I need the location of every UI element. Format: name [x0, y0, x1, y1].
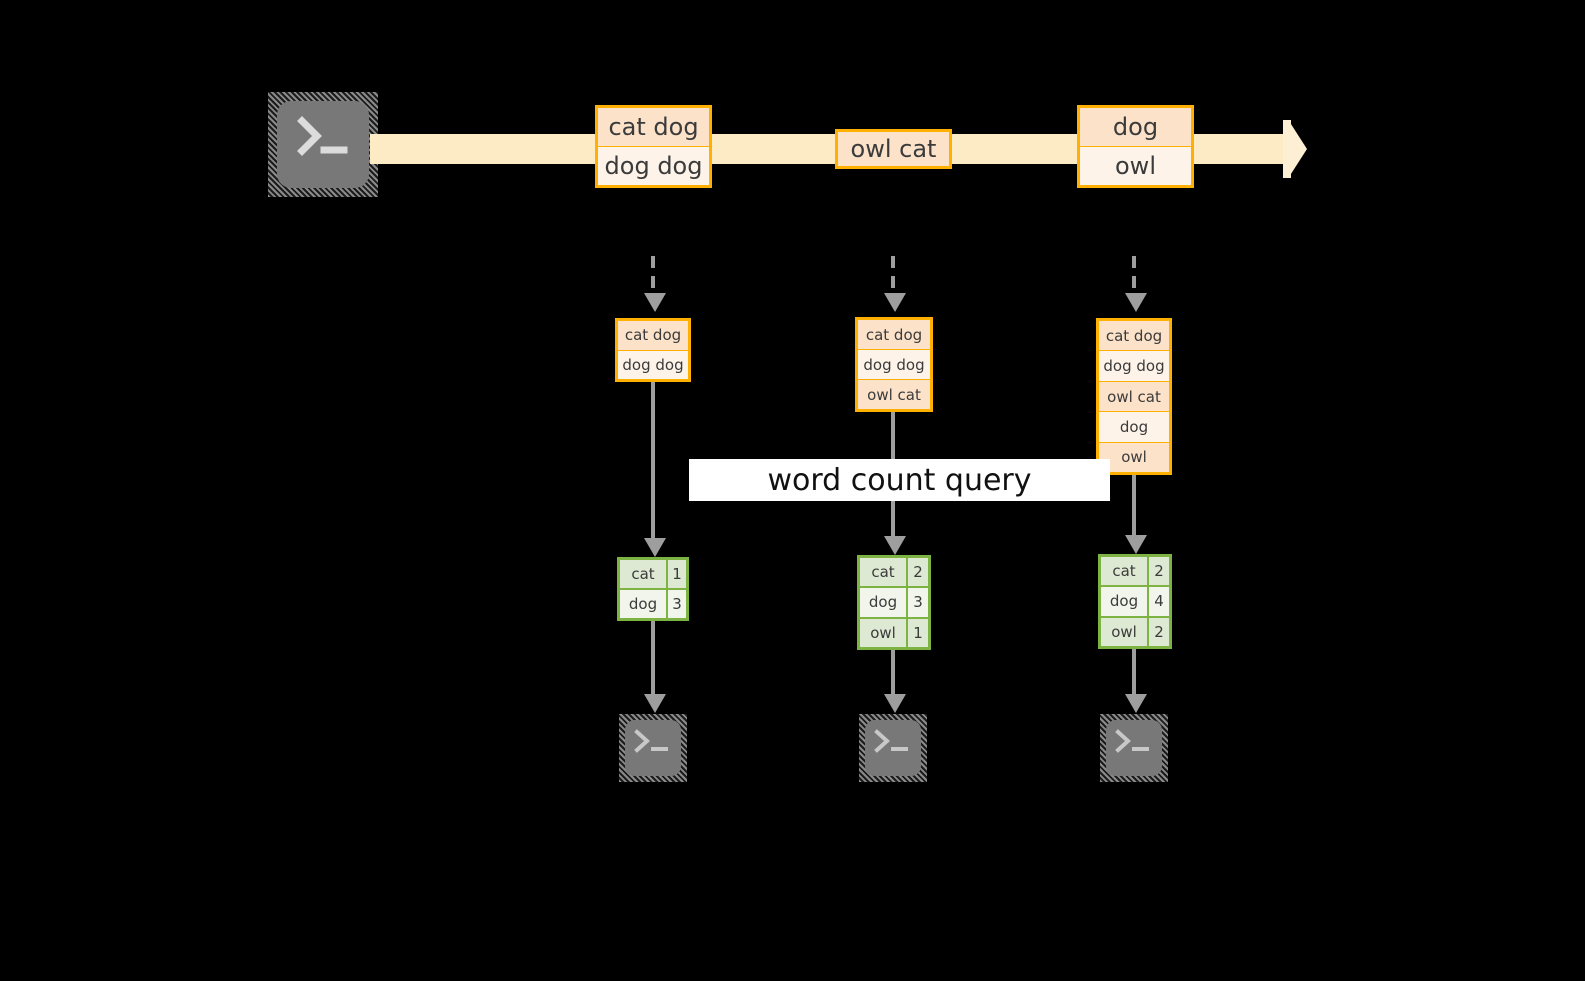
sink-arrow-2 — [884, 694, 906, 713]
snapshot-tap-line-2 — [891, 256, 895, 294]
timeline-message-3[interactable]: dog owl — [1077, 105, 1194, 188]
sink-terminal-icon-1 — [619, 714, 687, 782]
stream-line: dog dog — [618, 350, 688, 379]
snapshot-stream-3[interactable]: cat dog dog dog owl cat dog owl — [1096, 318, 1172, 475]
source-terminal-icon — [268, 92, 378, 197]
result-word: cat — [620, 560, 668, 588]
terminal-prompt-glyph — [634, 729, 668, 753]
table-row: dog 3 — [620, 590, 686, 618]
terminal-prompt-glyph — [297, 116, 348, 156]
sink-terminal-icon-3 — [1100, 714, 1168, 782]
table-row: cat 1 — [620, 560, 686, 590]
result-word: cat — [1101, 557, 1149, 586]
query-line-3 — [1132, 475, 1136, 537]
result-word: dog — [620, 590, 668, 618]
table-row: dog 3 — [860, 588, 928, 619]
result-table-2[interactable]: cat 2 dog 3 owl 1 — [857, 555, 931, 650]
table-row: cat 2 — [860, 558, 928, 589]
message-line: cat dog — [598, 108, 709, 147]
query-arrow-1 — [644, 538, 666, 557]
timeline-message-2[interactable]: owl cat — [835, 129, 952, 169]
timeline-arrow-shaft-wide — [1283, 120, 1291, 178]
snapshot-stream-2[interactable]: cat dog dog dog owl cat — [855, 317, 933, 412]
table-row: dog 4 — [1101, 587, 1169, 618]
message-line: owl — [1080, 147, 1191, 185]
stream-line: owl cat — [1099, 381, 1169, 413]
timeline-message-1[interactable]: cat dog dog dog — [595, 105, 712, 188]
result-word: cat — [860, 558, 908, 587]
stream-line: cat dog — [858, 320, 930, 350]
snapshot-tap-arrow-1 — [644, 293, 666, 312]
snapshot-tap-line-3 — [1132, 256, 1136, 294]
query-arrow-3 — [1125, 535, 1147, 554]
result-count: 2 — [1149, 557, 1169, 586]
result-word: dog — [1101, 587, 1149, 616]
result-count: 1 — [668, 560, 686, 588]
result-table-3[interactable]: cat 2 dog 4 owl 2 — [1098, 554, 1172, 649]
result-word: owl — [1101, 617, 1149, 646]
result-table-1[interactable]: cat 1 dog 3 — [617, 557, 689, 621]
result-count: 1 — [908, 618, 928, 647]
stream-line: owl — [1099, 442, 1169, 473]
message-line: dog dog — [598, 147, 709, 185]
sink-line-2 — [891, 650, 895, 696]
snapshot-tap-line-1 — [651, 256, 655, 294]
stream-line: owl cat — [858, 380, 930, 409]
message-line: dog — [1080, 108, 1191, 147]
snapshot-stream-1[interactable]: cat dog dog dog — [615, 318, 691, 382]
message-line: owl cat — [838, 132, 949, 166]
query-line-1 — [651, 382, 655, 539]
table-row: owl 2 — [1101, 617, 1169, 646]
sink-line-3 — [1132, 649, 1136, 696]
terminal-prompt-glyph — [874, 729, 908, 753]
result-count: 4 — [1149, 587, 1169, 616]
result-count: 2 — [908, 558, 928, 587]
result-count: 3 — [668, 590, 686, 618]
snapshot-tap-arrow-3 — [1125, 293, 1147, 312]
result-word: owl — [860, 618, 908, 647]
stream-line: dog dog — [1099, 351, 1169, 382]
timeline-arrow-head — [1289, 121, 1307, 177]
stream-line: cat dog — [1099, 321, 1169, 352]
result-count: 2 — [1149, 617, 1169, 646]
table-row: cat 2 — [1101, 557, 1169, 588]
stream-line: dog — [1099, 412, 1169, 443]
query-banner: word count query — [689, 459, 1110, 501]
table-row: owl 1 — [860, 618, 928, 647]
sink-arrow-1 — [644, 694, 666, 713]
query-banner-label: word count query — [767, 462, 1032, 498]
sink-terminal-icon-2 — [859, 714, 927, 782]
terminal-body — [277, 101, 369, 188]
sink-line-1 — [651, 621, 655, 696]
stream-line: dog dog — [858, 350, 930, 380]
query-arrow-2 — [884, 536, 906, 555]
result-count: 3 — [908, 588, 928, 617]
result-word: dog — [860, 588, 908, 617]
snapshot-tap-arrow-2 — [884, 293, 906, 312]
terminal-prompt-glyph — [1115, 729, 1149, 753]
stream-line: cat dog — [618, 321, 688, 351]
sink-arrow-3 — [1125, 694, 1147, 713]
